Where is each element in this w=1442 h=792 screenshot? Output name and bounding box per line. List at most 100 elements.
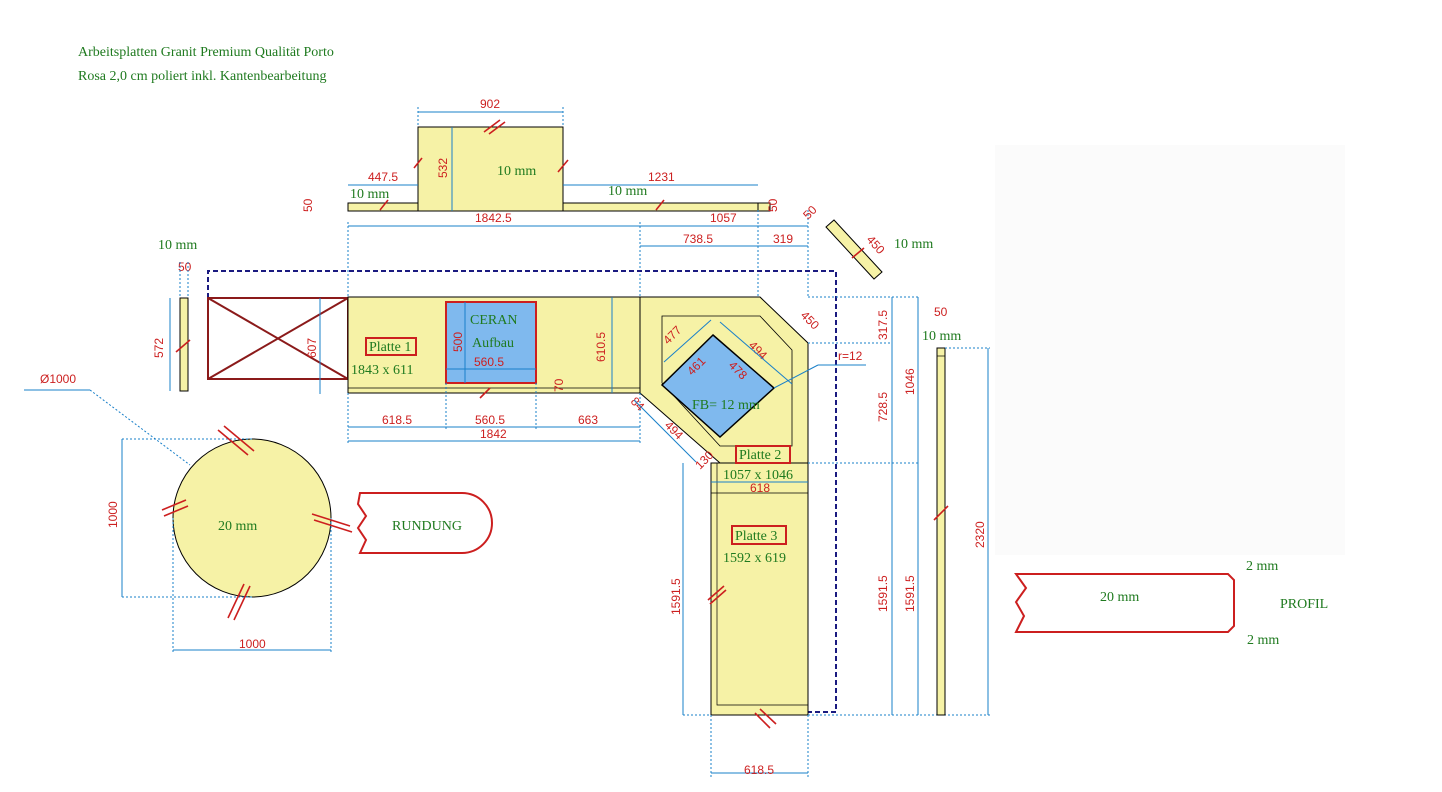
profil-top-radius: 2 mm [1246, 559, 1278, 574]
thickness-label-right-strip: 10 mm [922, 329, 961, 344]
profil-bottom-radius: 2 mm [1247, 633, 1279, 648]
dim-618-5-bottom: 618.5 [744, 763, 774, 777]
cut-mark [488, 121, 506, 135]
backsplash-raised-panel [417, 126, 564, 212]
cut-mark [483, 119, 501, 133]
cut-mark [311, 513, 351, 527]
ceran-label-2: Aufbau [472, 336, 514, 351]
cut-mark [557, 159, 569, 173]
cut-mark [175, 339, 191, 353]
dim-450-corner: 450 [798, 308, 822, 332]
diagonal-strip-group: 50 450 10 mm [800, 203, 933, 280]
dim-50-diag: 50 [800, 203, 820, 223]
dim-450-strip: 450 [864, 233, 888, 257]
cut-mark [479, 387, 491, 399]
cut-mark [413, 157, 423, 169]
plate-3-inner-line [716, 463, 808, 706]
thickness-label-diag: 10 mm [894, 237, 933, 252]
profil-thickness: 20 mm [1100, 590, 1139, 605]
plate-3-size: 1592 x 619 [723, 551, 786, 566]
cut-mark [233, 585, 251, 621]
dim-1842: 1842 [480, 427, 507, 441]
dim-663: 663 [578, 413, 598, 427]
cut-mark [655, 199, 665, 211]
thickness-label-right: 10 mm [608, 184, 647, 199]
round-table [172, 438, 332, 598]
profil-shape [1014, 573, 1235, 633]
plate-3-name: Platte 3 [735, 529, 777, 544]
dim-50-left: 50 [301, 198, 315, 212]
plate-1-label-box [365, 337, 417, 356]
cut-mark [754, 712, 771, 729]
header-line-1: Arbeitsplatten Granit Premium Qualität P… [78, 45, 334, 60]
dim-1231: 1231 [648, 170, 675, 184]
dim-1000-vertical: 1000 [106, 501, 120, 528]
dim-line-diag [633, 399, 697, 463]
dim-1591-5-right: 1591.5 [903, 575, 917, 612]
dim-618: 618 [750, 481, 770, 495]
sink-cutout-shape [660, 333, 776, 439]
plate-2-label-box [735, 445, 791, 464]
plate-2-name: Platte 2 [739, 448, 781, 463]
dim-319: 319 [773, 232, 793, 246]
cabinet-cross: 607 [207, 297, 349, 394]
ceran-cutout: CERAN Aufbau 500 560.5 [445, 301, 537, 399]
cut-mark [379, 199, 389, 211]
sink-fb-label: FB= 12 mm [692, 398, 760, 413]
rundung-profile: RUNDUNG [356, 492, 493, 554]
sink-cutout: FB= 12 mm 477 494 461 478 [660, 319, 793, 439]
dim-70: 70 [552, 378, 566, 392]
ceran-label-1: CERAN [470, 313, 517, 328]
dim-532: 532 [436, 158, 450, 178]
dim-317-5: 317.5 [876, 310, 890, 340]
cut-mark [223, 425, 255, 452]
dim-1591-5-mid: 1591.5 [876, 575, 890, 612]
room-outline [207, 270, 837, 713]
left-strip-group: 10 mm 50 572 [152, 238, 197, 392]
dim-738-5: 738.5 [683, 232, 713, 246]
cut-mark [161, 499, 187, 511]
thickness-label-left: 10 mm [350, 187, 389, 202]
diagonal-backsplash-strip [825, 219, 883, 280]
dim-1046: 1046 [903, 368, 917, 395]
rundung-label: RUNDUNG [392, 519, 462, 534]
backsplash-end-cap [757, 202, 771, 212]
leader-line-diameter-diag [89, 389, 191, 466]
dim-1000-horizontal: 1000 [239, 637, 266, 651]
right-strip-group: 50 10 mm 2320 [922, 305, 990, 716]
plate-3-label-box [731, 525, 787, 545]
dim-607: 607 [305, 338, 319, 358]
cut-mark [163, 505, 189, 517]
dim-1842-5: 1842.5 [475, 211, 512, 225]
dim-500: 500 [451, 332, 465, 352]
thickness-label-left-strip: 10 mm [158, 238, 197, 253]
backsplash-group: 902 532 447.5 1231 50 50 10 mm 10 mm 10 … [301, 97, 780, 212]
dim-728-5: 728.5 [876, 392, 890, 422]
plate-1-size: 1843 x 611 [351, 363, 413, 378]
profil-label: PROFIL [1280, 597, 1328, 612]
background-panel [995, 145, 1345, 555]
cut-mark [709, 589, 727, 605]
dim-902: 902 [480, 97, 500, 111]
cut-mark [851, 247, 865, 259]
dim-2320: 2320 [973, 521, 987, 548]
dim-line-477 [663, 319, 712, 363]
dim-1057: 1057 [710, 211, 737, 225]
cut-mark [707, 585, 725, 601]
dim-618-5-top: 618.5 [382, 413, 412, 427]
plate-1-name: Platte 1 [369, 340, 411, 355]
cut-mark [933, 505, 949, 521]
dim-1591-5-left: 1591.5 [669, 578, 683, 615]
round-table-thickness: 20 mm [218, 519, 257, 534]
diameter-label: Ø1000 [40, 372, 76, 386]
plate-3-outline [710, 462, 809, 716]
dim-50-right-strip: 50 [934, 305, 948, 319]
cut-mark [759, 708, 777, 725]
profil-group: 20 mm 2 mm 2 mm PROFIL [1014, 559, 1328, 648]
cut-mark [227, 583, 245, 619]
round-table-group: 20 mm Ø1000 1000 1000 [24, 372, 353, 654]
plate-2-inner-outline [661, 315, 793, 447]
dim-610-5: 610.5 [594, 332, 608, 362]
thickness-label-raised: 10 mm [497, 164, 536, 179]
